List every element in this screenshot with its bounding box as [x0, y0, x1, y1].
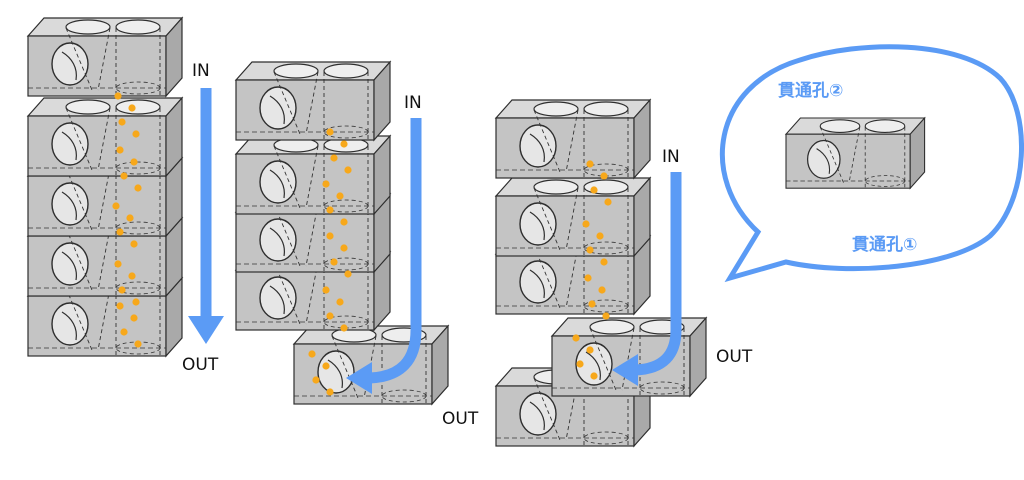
flow-arrow-stack-2 [369, 118, 422, 384]
callout-bubble: 貫通孔② 貫通孔① [719, 44, 1024, 283]
flow-arrow-stack-3 [635, 172, 682, 376]
l-shaped-stack: IN OUT [235, 61, 479, 429]
out-label-3: OUT [716, 347, 753, 367]
out-label-2: OUT [442, 409, 479, 429]
in-label-2: IN [404, 93, 422, 113]
in-label-3: IN [662, 147, 680, 167]
flow-arrow-head-stack-2 [346, 362, 372, 394]
callout-hole-1-label: 貫通孔① [852, 235, 917, 255]
out-label-1: OUT [182, 355, 219, 375]
flow-arrow-head-stack-1 [188, 316, 224, 344]
flow-arrow-head-stack-3 [612, 354, 638, 386]
callout-hole-2-label: 貫通孔② [778, 81, 843, 101]
offset-stack: IN OUT [495, 99, 753, 447]
in-label-1: IN [192, 61, 210, 81]
vertical-stack: IN OUT [27, 17, 224, 375]
